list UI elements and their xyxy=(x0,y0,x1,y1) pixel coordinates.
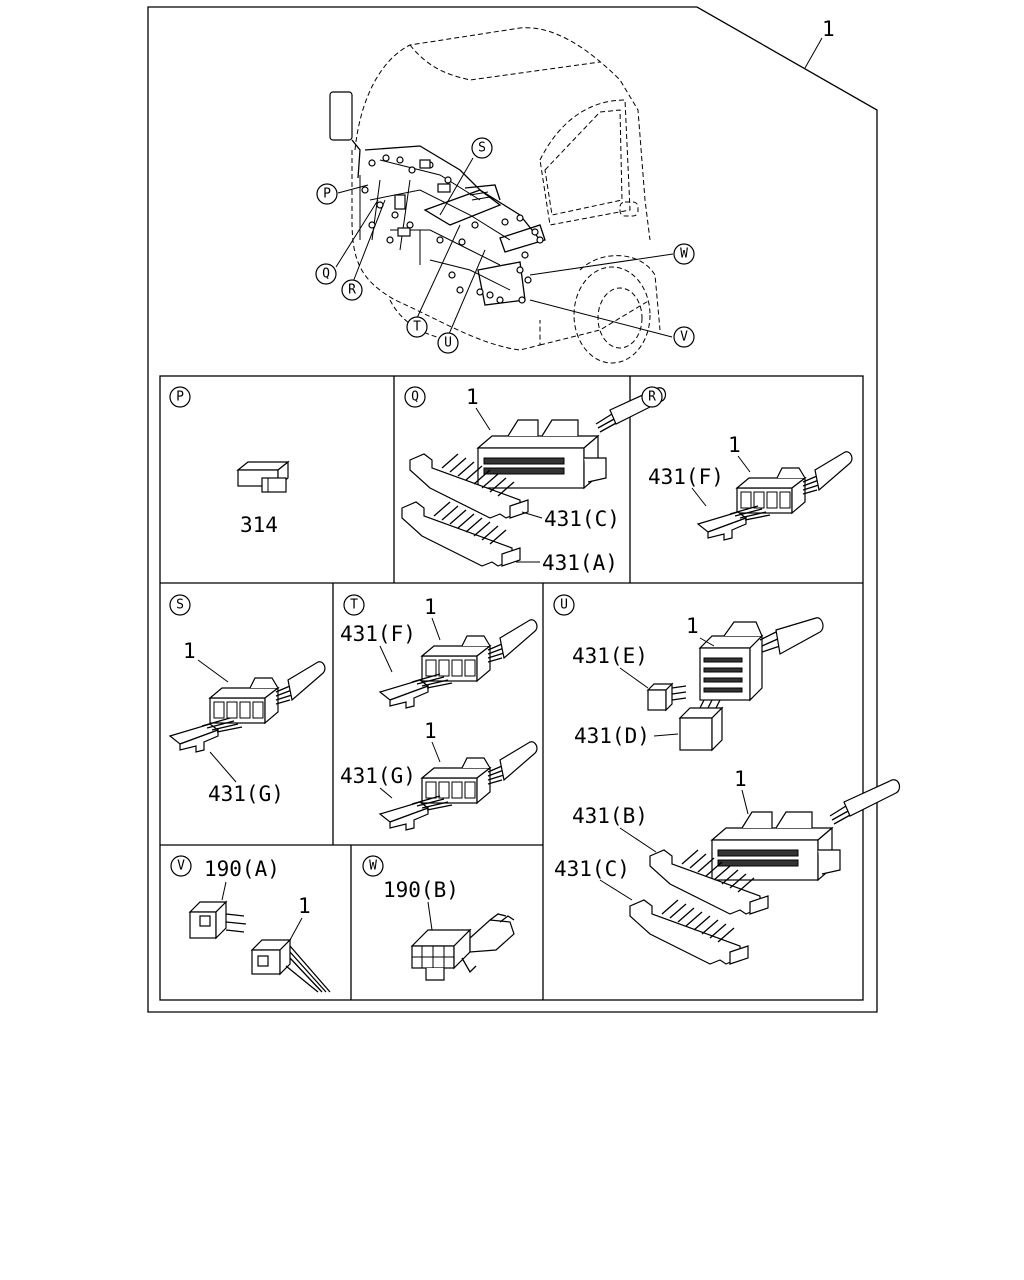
v-part-190a-label: 190(A) xyxy=(204,857,280,881)
u-connector-upper xyxy=(698,617,824,702)
panel-w: W 190(B) xyxy=(362,855,515,981)
w-part-190b-label: 190(B) xyxy=(383,878,459,902)
callout-w: W xyxy=(680,247,688,262)
truck-cab-illustration xyxy=(329,27,661,364)
callout-v: V xyxy=(680,330,688,345)
panel-p-label: P xyxy=(176,390,184,405)
panel-r: R 1 431(F) xyxy=(641,386,853,541)
panel-v: V 190(A) 1 xyxy=(170,855,331,993)
t-part-1a-label: 1 xyxy=(424,595,437,619)
u-part-431c-label: 431(C) xyxy=(554,857,630,881)
t-connector-upper xyxy=(421,619,538,682)
s-part-1-label: 1 xyxy=(183,639,196,663)
t-part-431f-label: 431(F) xyxy=(340,622,416,646)
v-part-1-label: 1 xyxy=(298,894,311,918)
assembly-leader xyxy=(804,37,823,69)
q-part-1-label: 1 xyxy=(466,385,479,409)
panel-w-label: W xyxy=(369,859,377,874)
u-part-431d xyxy=(678,699,724,752)
panel-s-label: S xyxy=(176,598,184,613)
panel-v-label: V xyxy=(177,859,185,874)
u-part-431e-label: 431(E) xyxy=(572,644,648,668)
u-connector-lower xyxy=(711,779,901,881)
assembly-ref-label: 1 xyxy=(822,17,835,41)
callout-u: U xyxy=(444,336,452,351)
q-connector-body xyxy=(477,387,667,489)
r-connector-body xyxy=(736,451,853,514)
u-part-1a-label: 1 xyxy=(686,614,699,638)
callout-s: S xyxy=(478,141,486,156)
v-part-1-connector xyxy=(250,938,331,993)
callout-p: P xyxy=(323,187,331,202)
outer-frame xyxy=(147,6,878,1013)
part-314-connector xyxy=(236,460,290,493)
detail-grid xyxy=(159,375,864,1001)
panel-s: S 1 431(G) xyxy=(169,594,326,806)
panel-q: Q 1 431(C) 431(A) xyxy=(401,385,667,575)
u-part-431e xyxy=(646,682,687,712)
s-connector-body xyxy=(209,661,326,724)
w-part-190b xyxy=(410,913,515,981)
callout-q: Q xyxy=(322,267,330,282)
u-part-1b-label: 1 xyxy=(734,767,747,791)
u-part-431b-label: 431(B) xyxy=(572,804,648,828)
panel-t: T 1 431(F) 1 431(G) xyxy=(340,594,538,831)
panel-q-label: Q xyxy=(411,390,419,405)
part-314-label: 314 xyxy=(240,513,278,537)
callout-r: R xyxy=(348,283,356,298)
q-part-431a-label: 431(A) xyxy=(542,551,618,575)
s-part-431g-label: 431(G) xyxy=(208,782,284,806)
panel-t-label: T xyxy=(350,598,358,613)
panel-r-label: R xyxy=(648,390,656,405)
r-part-431f-label: 431(F) xyxy=(648,465,724,489)
panel-u-label: U xyxy=(560,598,568,613)
panel-p: P 314 xyxy=(169,386,290,537)
r-part-1-label: 1 xyxy=(728,433,741,457)
t-part-1b-label: 1 xyxy=(424,719,437,743)
t-connector-lower xyxy=(421,741,538,804)
v-part-190a xyxy=(188,900,247,940)
q-part-431c-label: 431(C) xyxy=(544,507,620,531)
overview-callouts: P Q R S T U W V xyxy=(315,137,695,354)
panel-u: U 1 431(E) 431(D) xyxy=(553,594,901,965)
callout-t: T xyxy=(413,320,421,335)
u-part-431d-label: 431(D) xyxy=(574,724,650,748)
t-part-431g-label: 431(G) xyxy=(340,764,416,788)
